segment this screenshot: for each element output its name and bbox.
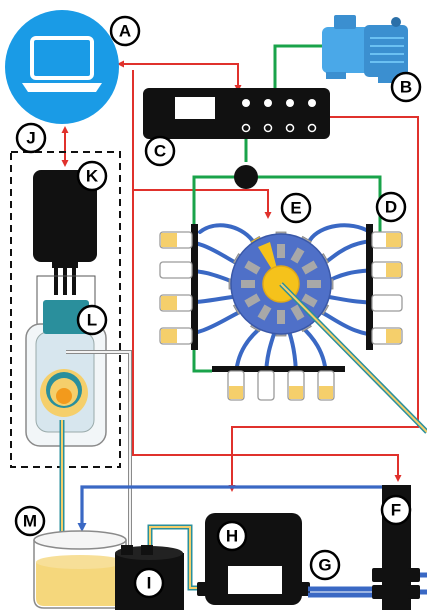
label-D: D: [375, 191, 407, 223]
computer: [5, 10, 119, 124]
label-K-text: K: [86, 167, 99, 186]
label-A: A: [109, 15, 141, 47]
label-D-text: D: [385, 198, 397, 217]
left-manifold: [191, 224, 198, 350]
vial: [371, 327, 403, 345]
label-L-text: L: [87, 311, 97, 330]
label-M-text: M: [23, 512, 37, 531]
vial: [159, 261, 193, 279]
label-A-text: A: [119, 22, 131, 41]
label-B: B: [390, 71, 422, 103]
controller-ports-bottom: [241, 123, 317, 133]
controller-ports-top: [242, 99, 316, 107]
label-B-text: B: [400, 78, 412, 97]
vials-right: [371, 231, 403, 345]
label-G-text: G: [318, 556, 331, 575]
label-H-text: H: [226, 527, 238, 546]
enclosure-J: [10, 151, 121, 468]
vacuum-pump-icon: [322, 15, 408, 83]
controller-box: [143, 88, 330, 139]
manifold-bars: [191, 224, 373, 372]
label-H: H: [216, 520, 248, 552]
label-I: I: [133, 567, 165, 599]
vial: [371, 231, 403, 249]
vial: [159, 231, 193, 249]
label-J: J: [15, 122, 47, 154]
valve-inner-ports: [241, 244, 321, 324]
label-J-text: J: [26, 129, 35, 148]
label-C-text: C: [154, 142, 166, 161]
vial: [159, 294, 193, 312]
return-line: [80, 485, 382, 526]
label-G: G: [309, 549, 341, 581]
laptop-icon: [22, 36, 102, 92]
cable-splitter: [234, 165, 258, 189]
reservoir-M: [33, 530, 127, 609]
label-F-text: F: [391, 501, 401, 520]
cell-L: [25, 300, 107, 447]
label-C: C: [144, 135, 176, 167]
vials-left: [159, 231, 193, 345]
vial: [257, 370, 275, 401]
vial: [159, 327, 193, 345]
bottom-manifold: [212, 366, 345, 372]
label-L: L: [76, 304, 108, 336]
label-K: K: [76, 160, 108, 192]
label-E: E: [280, 192, 312, 224]
vial: [371, 261, 403, 279]
vial: [227, 370, 245, 401]
label-F: F: [380, 494, 412, 526]
vials-bottom: [227, 370, 335, 401]
label-I-text: I: [147, 574, 152, 593]
computer-circle: [5, 10, 119, 124]
label-E-text: E: [290, 199, 301, 218]
label-M: M: [14, 505, 46, 537]
device-H: [197, 513, 310, 605]
pump-I: [115, 545, 184, 610]
vial: [287, 370, 305, 401]
right-manifold: [366, 224, 373, 350]
controller-display: [175, 97, 215, 119]
vial: [317, 370, 335, 401]
instrument-K: [33, 170, 97, 327]
vial: [371, 294, 403, 312]
